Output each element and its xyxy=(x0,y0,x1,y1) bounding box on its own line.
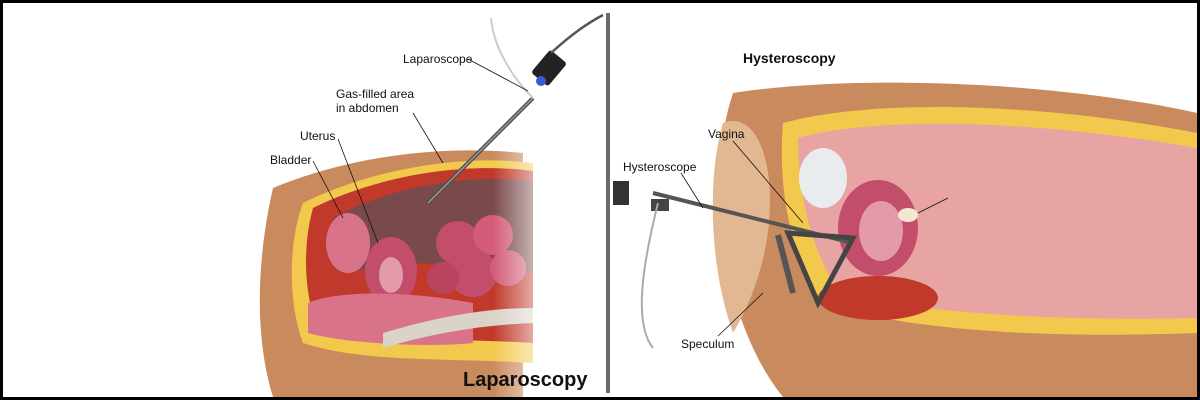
label-speculum: Speculum xyxy=(681,337,734,351)
hysteroscope-cable xyxy=(640,202,659,349)
laparoscopy-panel: Laparoscope Gas-filled area in abdomen U… xyxy=(3,3,607,397)
label-vagina: Vagina xyxy=(708,127,745,141)
light-cable xyxy=(490,17,534,99)
hysteroscopy-title: Hysteroscopy xyxy=(743,50,836,66)
bladder xyxy=(326,213,370,273)
label-uterus: Uterus xyxy=(300,129,335,143)
laparoscopy-illustration: Laparoscope Gas-filled area in abdomen U… xyxy=(259,13,604,397)
panel-divider xyxy=(606,13,610,393)
hysteroscope-eyepiece xyxy=(613,181,629,205)
bladder xyxy=(799,148,847,208)
label-gas-line1: Gas-filled area xyxy=(336,87,414,101)
label-laparoscope: Laparoscope xyxy=(403,52,473,66)
label-hysteroscope: Hysteroscope xyxy=(623,160,697,174)
laparoscopy-title: Laparoscopy xyxy=(463,369,588,391)
rectum xyxy=(818,276,938,320)
speculum xyxy=(784,230,858,309)
laparoscope-cable xyxy=(550,13,604,54)
label-bladder: Bladder xyxy=(270,153,311,167)
laparoscope-coupler xyxy=(536,76,546,86)
hysteroscopy-illustration: Hysteroscopy Vagina Hysteroscope Speculu… xyxy=(613,50,1197,397)
hysteroscopy-panel: Hysteroscopy Vagina Hysteroscope Speculu… xyxy=(613,3,1197,397)
label-gas-line2: in abdomen xyxy=(336,101,399,115)
